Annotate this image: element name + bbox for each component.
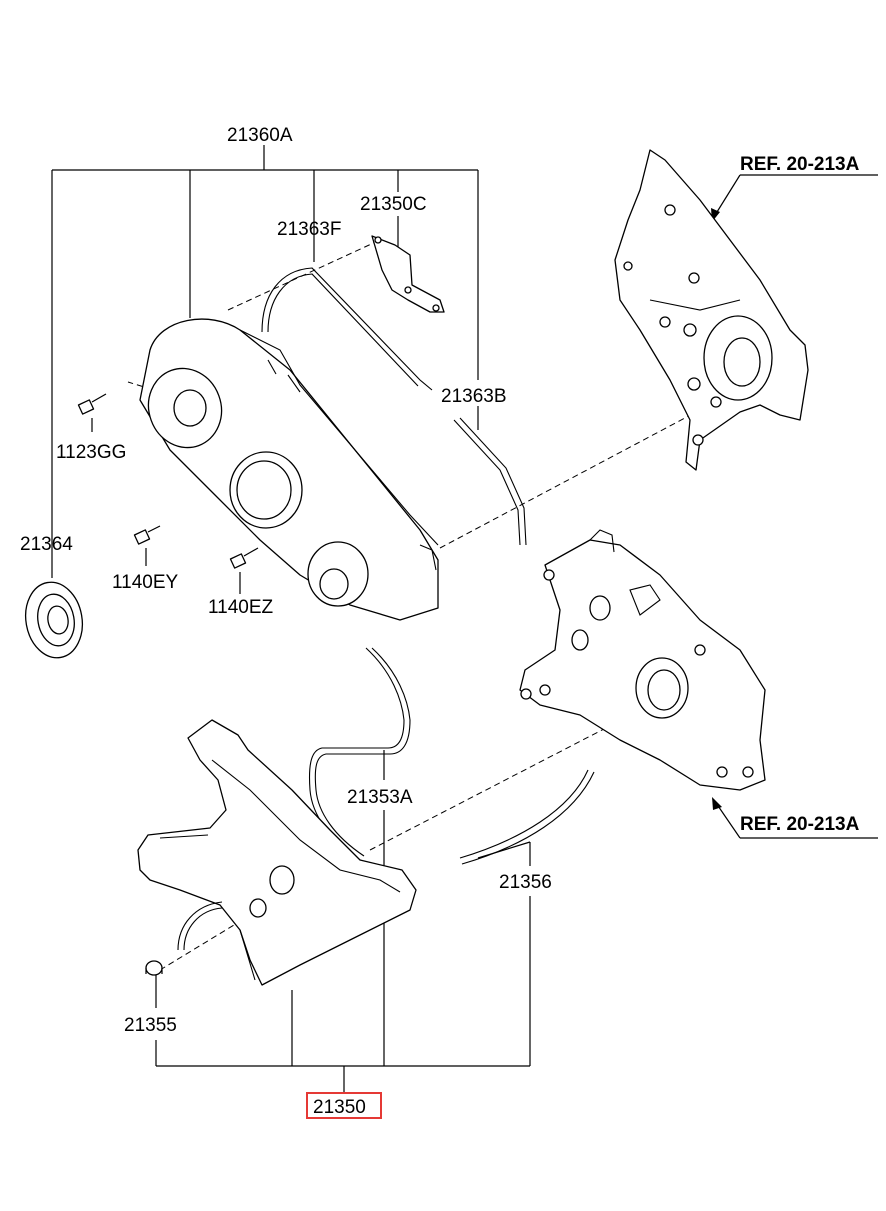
label-1123gg: 1123GG bbox=[56, 442, 126, 463]
bolt-1123gg bbox=[77, 393, 107, 415]
label-1140ey: 1140EY bbox=[112, 572, 179, 593]
gasket-21363b bbox=[453, 417, 527, 546]
ref-label-top: REF. 20-213A bbox=[740, 154, 860, 175]
label-21356: 21356 bbox=[499, 872, 552, 893]
highlight-box bbox=[306, 1092, 382, 1119]
bolt-1140ey bbox=[133, 525, 161, 545]
label-21350[interactable]: 21350 bbox=[313, 1097, 366, 1118]
lower-timing-cover bbox=[137, 719, 417, 986]
label-21353a: 21353A bbox=[347, 787, 413, 808]
gasket-21356 bbox=[459, 769, 595, 865]
label-21350c: 21350C bbox=[360, 194, 427, 215]
bracket-21350c bbox=[371, 235, 445, 313]
label-21360a: 21360A bbox=[227, 125, 293, 146]
leader-lines bbox=[51, 145, 878, 1092]
label-21355: 21355 bbox=[124, 1015, 177, 1036]
upper-engine-housing bbox=[614, 149, 809, 471]
label-21363b: 21363B bbox=[441, 386, 507, 407]
seal-21364 bbox=[24, 581, 84, 659]
upper-timing-cover bbox=[139, 318, 439, 621]
plug-21355 bbox=[145, 960, 163, 976]
gasket-21363f bbox=[261, 267, 433, 391]
label-1140ez: 1140EZ bbox=[208, 597, 274, 618]
bolt-1140ez bbox=[229, 547, 259, 569]
label-21364: 21364 bbox=[20, 534, 73, 555]
gasket-21353a bbox=[308, 647, 411, 861]
middle-engine-housing bbox=[519, 529, 766, 791]
label-21363f: 21363F bbox=[277, 219, 341, 240]
ref-label-bottom: REF. 20-213A bbox=[740, 814, 860, 835]
